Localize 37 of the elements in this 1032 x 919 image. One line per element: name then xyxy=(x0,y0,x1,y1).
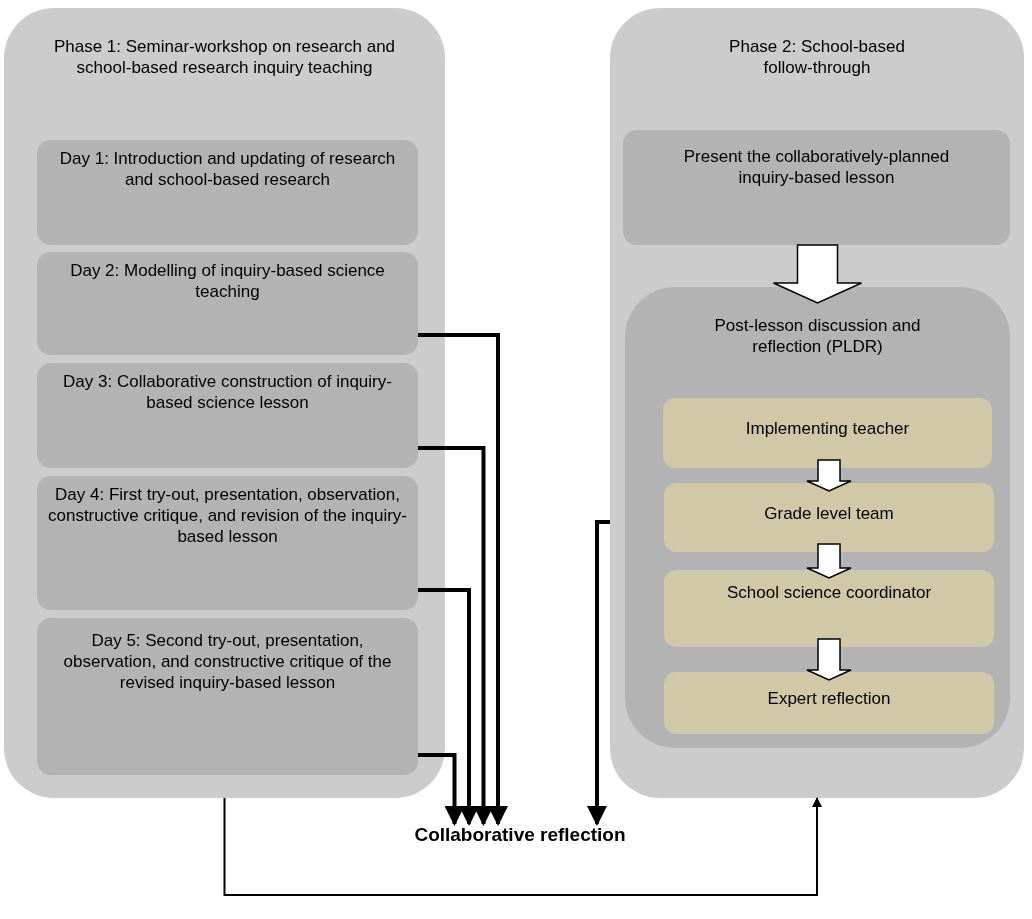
block-arrow xyxy=(772,244,863,304)
box-heading: Present the collaboratively-planned inquiry-based lesson xyxy=(682,146,951,188)
process-box xyxy=(37,618,418,775)
box-heading: Day 2: Modelling of inquiry-based science teaching xyxy=(69,260,386,302)
arrow xyxy=(418,753,465,826)
box-heading: Phase 2: School-based follow-through xyxy=(728,36,906,78)
block-arrow xyxy=(806,543,852,579)
process-box xyxy=(664,483,994,552)
process-box xyxy=(664,570,994,647)
arrow xyxy=(418,333,508,826)
arrow xyxy=(418,588,479,826)
box-heading: Day 5: Second try-out, presentation, observation, and constructive critique of the revised inquiry-based lesson xyxy=(62,630,393,693)
box-heading: Post-lesson discussion and reflection (PLDR) xyxy=(713,315,922,357)
arrow xyxy=(418,446,494,826)
box-heading: Day 3: Collaborative construction of inquiry-based science lesson xyxy=(62,371,393,413)
phase-panel xyxy=(4,8,445,798)
process-box xyxy=(37,476,418,610)
box-heading: Expert reflection xyxy=(766,688,892,709)
arrow xyxy=(223,797,822,896)
box-heading: School science coordinator xyxy=(725,582,933,603)
box-heading: Phase 1: Seminar-workshop on research and school-based research inquiry teaching xyxy=(52,36,397,78)
process-box xyxy=(664,672,994,734)
process-box xyxy=(37,140,418,245)
process-box xyxy=(623,130,1010,245)
block-arrow xyxy=(806,638,852,681)
process-box xyxy=(37,252,418,355)
box-heading: Day 4: First try-out, presentation, observation, constructive critique, and revision of the inquiry-based lesson xyxy=(46,484,409,547)
block-arrow xyxy=(806,459,852,492)
box-heading: Day 1: Introduction and updating of research and school-based research xyxy=(58,148,397,190)
process-box xyxy=(37,363,418,468)
group-panel xyxy=(625,287,1010,748)
process-box xyxy=(663,398,992,468)
phase-panel xyxy=(610,8,1024,798)
box-heading: Grade level team xyxy=(763,503,895,524)
box-heading: Collaborative reflection xyxy=(413,824,627,845)
box-heading: Implementing teacher xyxy=(744,418,911,439)
arrow xyxy=(587,520,610,826)
